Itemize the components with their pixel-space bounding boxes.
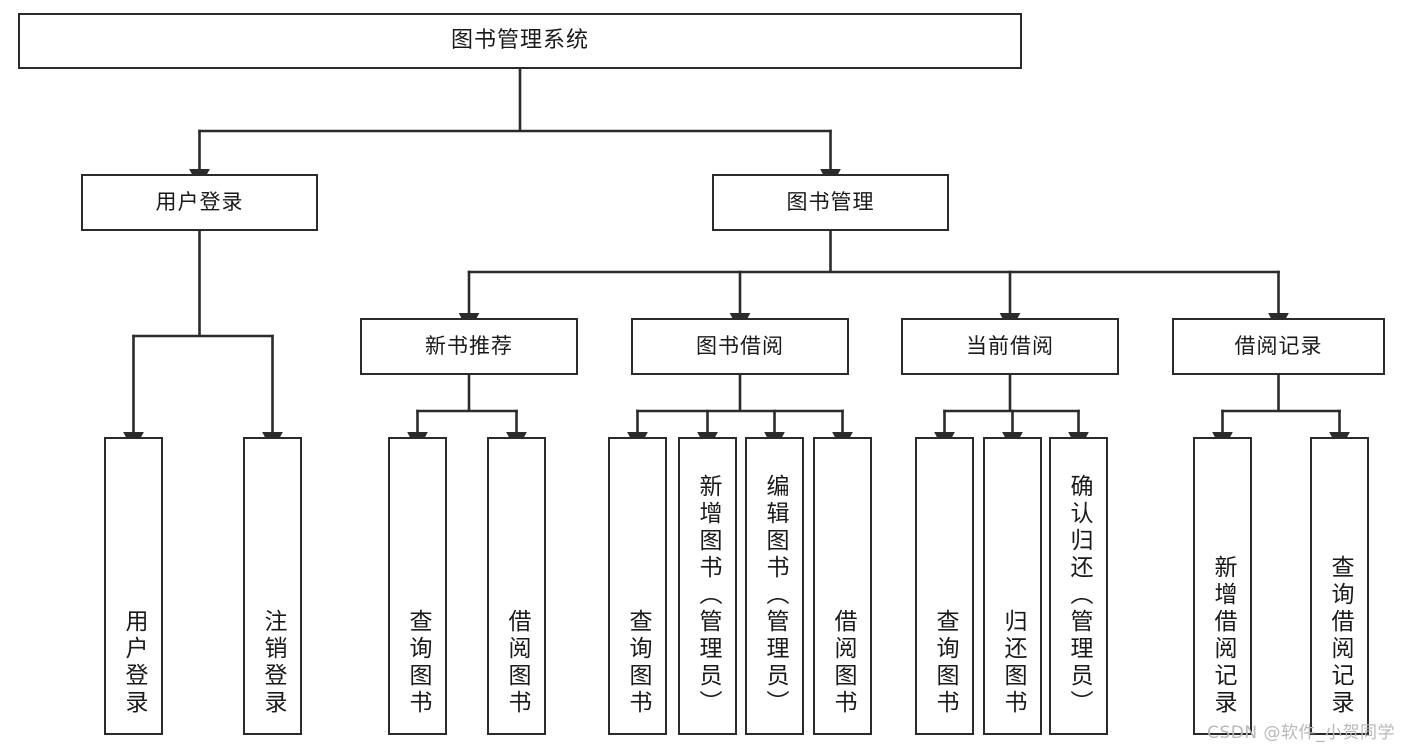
node-label: 用户登录	[121, 609, 147, 717]
node-current-borrow[interactable]: 当前借阅	[901, 318, 1119, 375]
node-book-borrow[interactable]: 图书借阅	[631, 318, 849, 375]
node-label: 借阅记录	[1234, 333, 1323, 358]
node-label: 查询图书	[405, 609, 431, 717]
node-leaf-logout[interactable]: 注销登录	[243, 437, 302, 735]
node-label: 查询图书	[625, 609, 651, 717]
node-label: 新增借阅记录	[1210, 555, 1236, 717]
node-new-book-recommend[interactable]: 新书推荐	[360, 318, 578, 375]
node-label: 图书借阅	[696, 333, 784, 358]
node-label: 查询图书	[932, 609, 958, 717]
node-label: 查询借阅记录	[1327, 555, 1353, 717]
node-leaf-query-book-current[interactable]: 查询图书	[915, 437, 974, 735]
node-leaf-add-borrow-record[interactable]: 新增借阅记录	[1193, 437, 1252, 735]
node-label: 注销登录	[260, 609, 286, 717]
node-book-management[interactable]: 图书管理	[712, 174, 949, 231]
node-leaf-query-book-recommend[interactable]: 查询图书	[388, 437, 447, 735]
node-label: 确认归还（管理员）	[1066, 474, 1092, 717]
node-label: 借阅图书	[830, 609, 856, 717]
node-leaf-borrow-book-recommend[interactable]: 借阅图书	[487, 437, 546, 735]
node-leaf-edit-book-admin[interactable]: 编辑图书（管理员）	[745, 437, 804, 735]
node-label: 归还图书	[1000, 609, 1026, 717]
node-label: 用户登录	[155, 189, 244, 214]
node-label: 图书管理系统	[450, 27, 589, 53]
node-label: 当前借阅	[966, 333, 1054, 358]
node-label: 图书管理	[786, 189, 875, 214]
node-label: 借阅图书	[504, 609, 530, 717]
node-label: 编辑图书（管理员）	[762, 474, 788, 717]
node-leaf-return-book[interactable]: 归还图书	[983, 437, 1042, 735]
node-label: 新增图书（管理员）	[695, 474, 721, 717]
node-leaf-add-book-admin[interactable]: 新增图书（管理员）	[678, 437, 737, 735]
node-borrow-record[interactable]: 借阅记录	[1172, 318, 1385, 375]
node-leaf-borrow-book[interactable]: 借阅图书	[813, 437, 872, 735]
node-user-login[interactable]: 用户登录	[81, 174, 318, 231]
node-root-book-management-system[interactable]: 图书管理系统	[18, 13, 1022, 69]
node-leaf-user-login[interactable]: 用户登录	[104, 437, 163, 735]
node-label: 新书推荐	[425, 333, 513, 358]
node-leaf-query-book-borrow[interactable]: 查询图书	[608, 437, 667, 735]
node-leaf-query-borrow-record[interactable]: 查询借阅记录	[1310, 437, 1369, 735]
node-leaf-confirm-return-admin[interactable]: 确认归还（管理员）	[1049, 437, 1108, 735]
